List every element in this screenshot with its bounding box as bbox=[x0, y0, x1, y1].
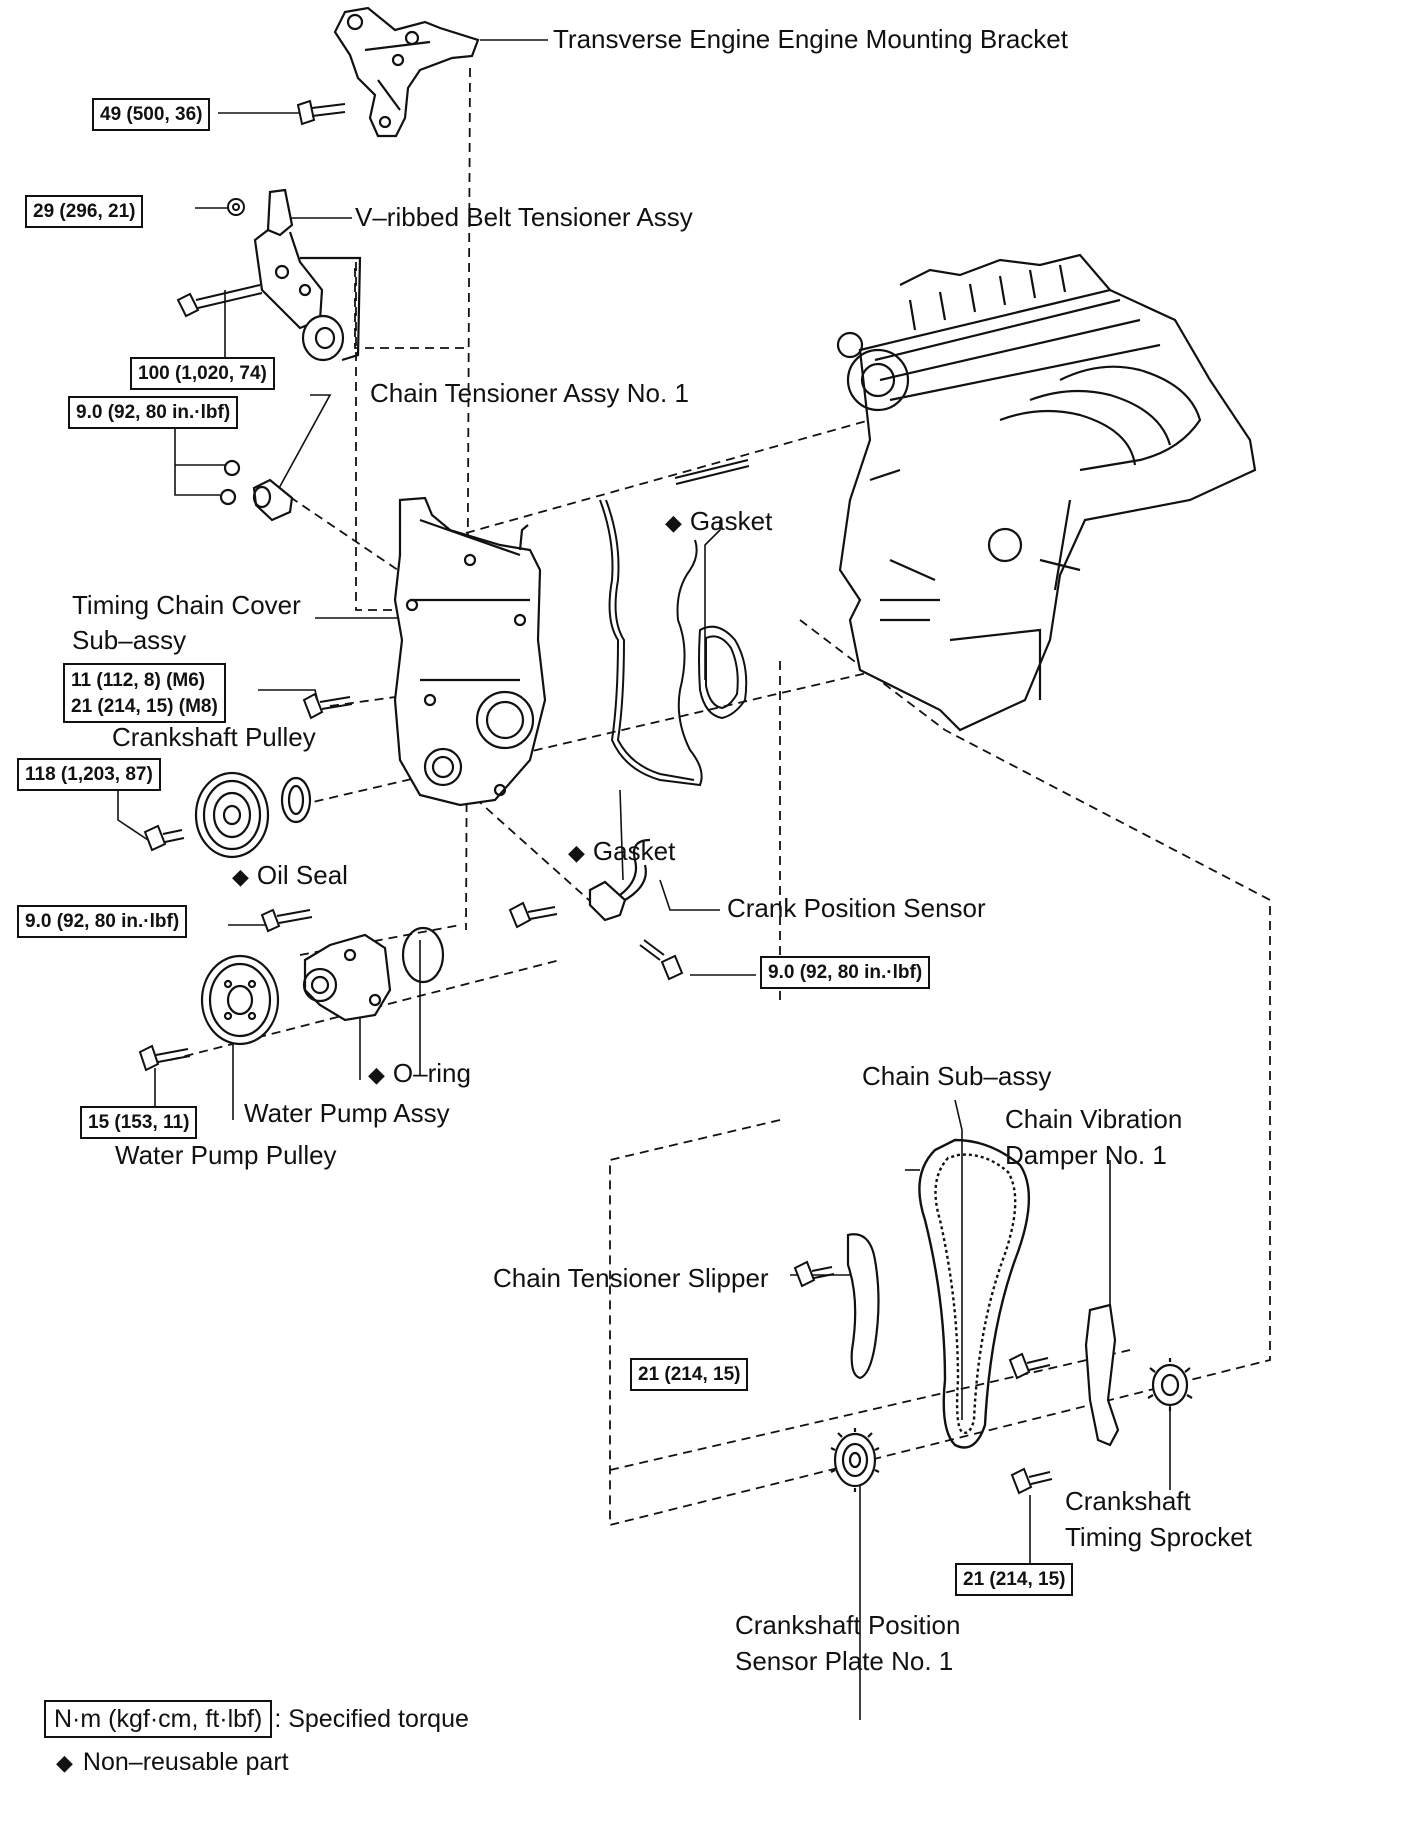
label-gasket-upper-text: Gasket bbox=[689, 506, 773, 536]
label-sprocket-line1: Crankshaft bbox=[1065, 1486, 1191, 1516]
nonreusable-diamond-icon: ◆ bbox=[232, 864, 249, 889]
legend-nonreusable-row: ◆ Non–reusable part bbox=[56, 1748, 469, 1777]
belt-tensioner-bolt bbox=[176, 284, 263, 318]
label-oil-seal-text: Oil Seal bbox=[256, 860, 348, 890]
sensor-plate-part bbox=[830, 1428, 880, 1492]
label-crank-pulley: Crankshaft Pulley bbox=[112, 722, 316, 752]
label-slipper: Chain Tensioner Slipper bbox=[493, 1263, 769, 1293]
nonreusable-diamond-icon: ◆ bbox=[56, 1749, 73, 1775]
crank-pulley-part bbox=[194, 771, 270, 859]
label-gasket-lower: ◆ Gasket bbox=[568, 836, 675, 867]
torque-damper: 21 (214, 15) bbox=[955, 1563, 1074, 1596]
torque-cover: 11 (112, 8) (M6) 21 (214, 15) (M8) bbox=[63, 663, 226, 724]
timing-chain-part bbox=[918, 1138, 1031, 1449]
damper-bolt-upper bbox=[1008, 1352, 1051, 1380]
torque-crank-pulley: 118 (1,203, 87) bbox=[17, 758, 161, 791]
gasket-large-part bbox=[599, 499, 703, 787]
vibration-damper-part bbox=[1084, 1303, 1120, 1447]
torque-bracket: 49 (500, 36) bbox=[92, 98, 211, 131]
gasket-small-part bbox=[698, 625, 748, 720]
label-chain: Chain Sub–assy bbox=[862, 1061, 1052, 1091]
label-oring: ◆ O–ring bbox=[368, 1058, 471, 1089]
oil-seal-part bbox=[280, 776, 312, 824]
water-pump-bolt bbox=[260, 908, 313, 933]
belt-tensioner-part bbox=[253, 188, 362, 362]
nonreusable-diamond-icon: ◆ bbox=[568, 840, 585, 865]
stud-part bbox=[674, 459, 750, 485]
slipper-bolt bbox=[793, 1260, 835, 1288]
label-chain-tensioner: Chain Tensioner Assy No. 1 bbox=[370, 378, 689, 408]
crank-sensor-part bbox=[588, 838, 651, 922]
label-belt-tensioner: V–ribbed Belt Tensioner Assy bbox=[355, 202, 693, 232]
crank-sensor-bolt-left bbox=[508, 901, 558, 929]
crank-sensor-bolt-right bbox=[639, 939, 684, 981]
nonreusable-diamond-icon: ◆ bbox=[368, 1062, 385, 1087]
label-sensor-plate-line1: Crankshaft Position bbox=[735, 1610, 961, 1640]
chain-slipper-part bbox=[846, 1233, 880, 1380]
label-cover-line1: Timing Chain Cover bbox=[72, 590, 301, 620]
mounting-bracket-part bbox=[333, 6, 480, 138]
water-pump-part bbox=[302, 933, 392, 1022]
chain-tensioner-part bbox=[219, 459, 294, 522]
leader-lines bbox=[117, 39, 1171, 1720]
label-oring-text: O–ring bbox=[392, 1058, 471, 1088]
belt-tensioner-nut bbox=[227, 198, 245, 216]
label-mounting-bracket: Transverse Engine Engine Mounting Bracke… bbox=[553, 24, 1068, 54]
water-pump-pulley-part bbox=[200, 954, 280, 1046]
torque-cover-m6: 11 (112, 8) (M6) bbox=[71, 670, 206, 691]
water-pump-pulley-bolt bbox=[138, 1044, 191, 1072]
label-sprocket-line2: Timing Sprocket bbox=[1065, 1522, 1252, 1552]
bracket-bolt bbox=[296, 99, 346, 126]
label-crank-sensor: Crank Position Sensor bbox=[727, 893, 986, 923]
damper-bolt-lower bbox=[1010, 1467, 1053, 1495]
label-gasket-upper: ◆ Gasket bbox=[665, 506, 772, 537]
timing-sprocket-part bbox=[1147, 1358, 1193, 1411]
oring-part bbox=[401, 926, 445, 984]
crank-pulley-bolt bbox=[143, 824, 185, 852]
torque-pump-pulley: 15 (153, 11) bbox=[80, 1106, 198, 1139]
label-gasket-lower-text: Gasket bbox=[592, 836, 676, 866]
engine-block-part bbox=[836, 253, 1257, 732]
legend: N·m (kgf·cm, ft·lbf) : Specified torque … bbox=[44, 1700, 469, 1777]
legend-torque-desc: : Specified torque bbox=[274, 1704, 469, 1733]
label-water-pump: Water Pump Assy bbox=[244, 1098, 450, 1128]
nonreusable-diamond-icon: ◆ bbox=[665, 510, 682, 535]
label-water-pump-pulley: Water Pump Pulley bbox=[115, 1140, 337, 1170]
label-oil-seal: ◆ Oil Seal bbox=[232, 860, 348, 891]
torque-belt-bolt: 100 (1,020, 74) bbox=[130, 357, 275, 390]
torque-water-pump: 9.0 (92, 80 in.·lbf) bbox=[17, 905, 188, 938]
label-sensor-plate-line2: Sensor Plate No. 1 bbox=[735, 1646, 954, 1676]
torque-belt-nut: 29 (296, 21) bbox=[25, 195, 144, 228]
label-vibration-line1: Chain Vibration bbox=[1005, 1104, 1183, 1134]
timing-cover-part bbox=[393, 496, 547, 807]
label-cover-line2: Sub–assy bbox=[72, 625, 187, 655]
torque-chain-tensioner: 9.0 (92, 80 in.·lbf) bbox=[68, 396, 239, 429]
cover-bolt bbox=[302, 692, 353, 720]
label-vibration-line2: Damper No. 1 bbox=[1005, 1140, 1167, 1170]
legend-torque-row: N·m (kgf·cm, ft·lbf) : Specified torque bbox=[44, 1700, 469, 1738]
legend-torque-box: N·m (kgf·cm, ft·lbf) bbox=[44, 1700, 273, 1738]
torque-slipper: 21 (214, 15) bbox=[630, 1358, 749, 1391]
legend-nonreusable-desc: Non–reusable part bbox=[82, 1748, 289, 1776]
torque-crank-sensor: 9.0 (92, 80 in.·lbf) bbox=[760, 956, 931, 989]
torque-cover-m8: 21 (214, 15) (M8) bbox=[71, 695, 218, 717]
